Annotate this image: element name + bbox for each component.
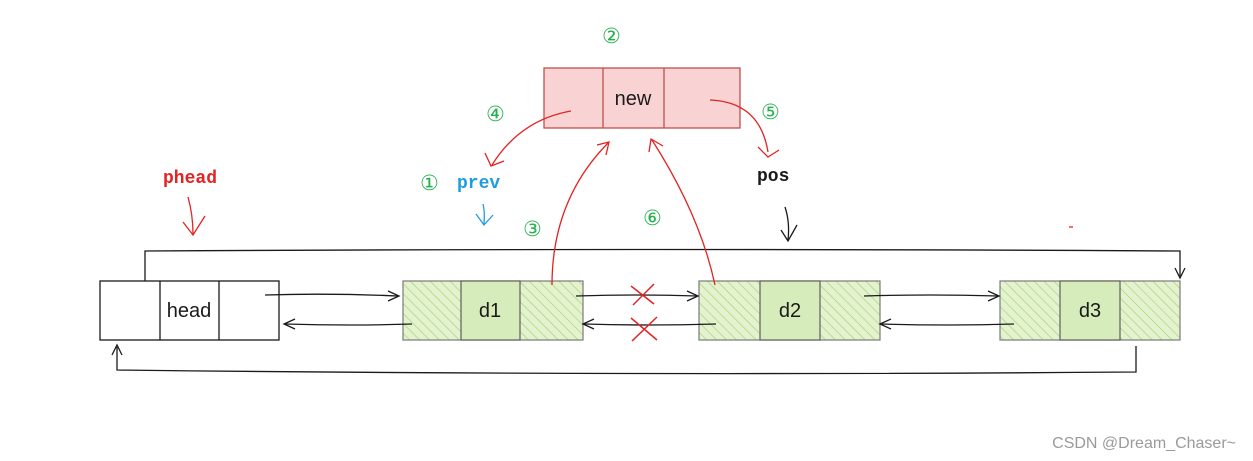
cross-mark-top	[630, 283, 655, 306]
pos-pointer-arrow	[784, 206, 790, 241]
prev-label: prev	[457, 174, 500, 194]
d2-node: d2	[698, 280, 881, 341]
step-6-marker: ⑥	[643, 206, 662, 230]
step-1-marker: ①	[420, 171, 439, 195]
step3-arrow	[551, 142, 609, 286]
node-links	[111, 206, 1186, 375]
d1-node-label: d1	[479, 300, 501, 322]
link-d1-to-head	[284, 323, 413, 326]
link-d3-to-d2	[880, 323, 1015, 326]
prev-pointer-arrow	[475, 203, 494, 227]
d3-node: d3	[999, 280, 1181, 341]
link-head-to-d1	[264, 293, 399, 297]
link-d2-to-d3	[863, 294, 999, 297]
step6-arrow	[651, 139, 716, 286]
pos-label: pos	[757, 167, 789, 187]
csdn-watermark: CSDN @Dream_Chaser~	[1052, 435, 1236, 452]
cross-mark-bottom	[630, 316, 658, 342]
d2-node-label: d2	[779, 300, 801, 322]
phead-label: phead	[163, 169, 217, 189]
cross-marks	[630, 283, 658, 342]
new-node-label: new	[615, 88, 652, 110]
insertion-arrows	[182, 99, 1073, 286]
link-circular-top	[144, 248, 1181, 281]
step-3-marker: ③	[523, 217, 542, 241]
head-node-label: head	[167, 300, 212, 322]
step-4-marker: ④	[486, 102, 505, 126]
link-circular-bottom	[116, 346, 1137, 375]
d3-node-label: d3	[1079, 300, 1101, 322]
new-node: new	[543, 67, 741, 129]
step5-arrow	[709, 99, 769, 153]
d1-node: d1	[402, 280, 584, 341]
phead-pointer-arrow	[187, 196, 194, 235]
head-node: head	[99, 280, 280, 341]
step-5-marker: ⑤	[761, 100, 780, 124]
link-d2-to-d1	[583, 323, 717, 326]
link-d1-to-d2	[575, 294, 698, 297]
step4-arrow	[491, 110, 572, 166]
step-2-marker: ②	[602, 24, 621, 48]
